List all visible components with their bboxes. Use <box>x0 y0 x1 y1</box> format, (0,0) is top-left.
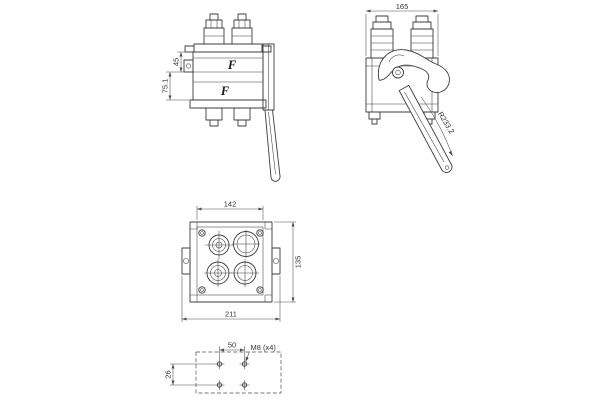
top-tab-right <box>271 247 281 275</box>
dimension-211: 211 <box>181 276 281 322</box>
dimension-50: 50 <box>219 341 245 359</box>
mounting-view: 50 M8 (x4) 26 <box>164 341 282 394</box>
thread-callout: M8 (x4) <box>245 343 277 362</box>
port-circle-top-left <box>205 231 233 259</box>
front-coupler-left <box>203 13 225 45</box>
front-top-plate <box>193 43 263 53</box>
side-lever-handle <box>398 84 453 173</box>
top-body <box>181 221 281 303</box>
dimension-26: 26 <box>164 363 215 386</box>
front-lever-handle <box>264 109 281 182</box>
front-ear-right <box>261 45 272 53</box>
port-circle-top-right <box>232 230 260 258</box>
dim-26-label: 26 <box>164 370 173 378</box>
side-coupler-right <box>410 15 434 59</box>
dim-142-label: 142 <box>224 200 237 209</box>
port-circle-bottom-right <box>231 259 259 287</box>
dim-45-label: 45 <box>172 58 181 66</box>
mounting-plate-outline <box>195 351 282 394</box>
mounting-holes <box>214 359 250 390</box>
top-bolt-holes <box>198 229 264 294</box>
port-circle-bottom-left <box>204 259 232 287</box>
dim-211-label: 211 <box>225 310 237 319</box>
dim-165-label: 165 <box>396 2 409 11</box>
front-view: F F 45 75.1 <box>161 13 281 182</box>
brand-letter-f-bottom: F <box>220 84 230 98</box>
front-bottom-flange <box>189 99 267 109</box>
cam-hook <box>377 49 450 94</box>
dimension-75-1: 75.1 <box>161 72 189 101</box>
dim-135-label: 135 <box>294 256 303 269</box>
dimension-135: 135 <box>274 221 303 303</box>
dimension-165: 165 <box>365 2 439 56</box>
front-coupler-right <box>231 13 253 45</box>
dimension-45: 45 <box>166 51 192 73</box>
side-view: 165 <box>365 2 456 173</box>
dim-r233-2-label: R233.2 <box>436 110 456 135</box>
handle-tip-hole <box>444 165 450 170</box>
thread-callout-label: M8 (x4) <box>251 343 277 352</box>
cam-pivot <box>392 66 404 79</box>
front-bottom-couplers <box>205 107 251 127</box>
brand-letter-f-top: F <box>227 58 237 72</box>
top-tab-left <box>181 247 191 275</box>
dim-50-label: 50 <box>228 341 236 350</box>
side-coupler-left <box>370 15 394 59</box>
dim-75-1-label: 75.1 <box>161 79 170 94</box>
front-ear-left <box>184 45 195 53</box>
dimension-142: 142 <box>196 200 264 220</box>
top-view: 142 135 211 <box>181 200 303 322</box>
